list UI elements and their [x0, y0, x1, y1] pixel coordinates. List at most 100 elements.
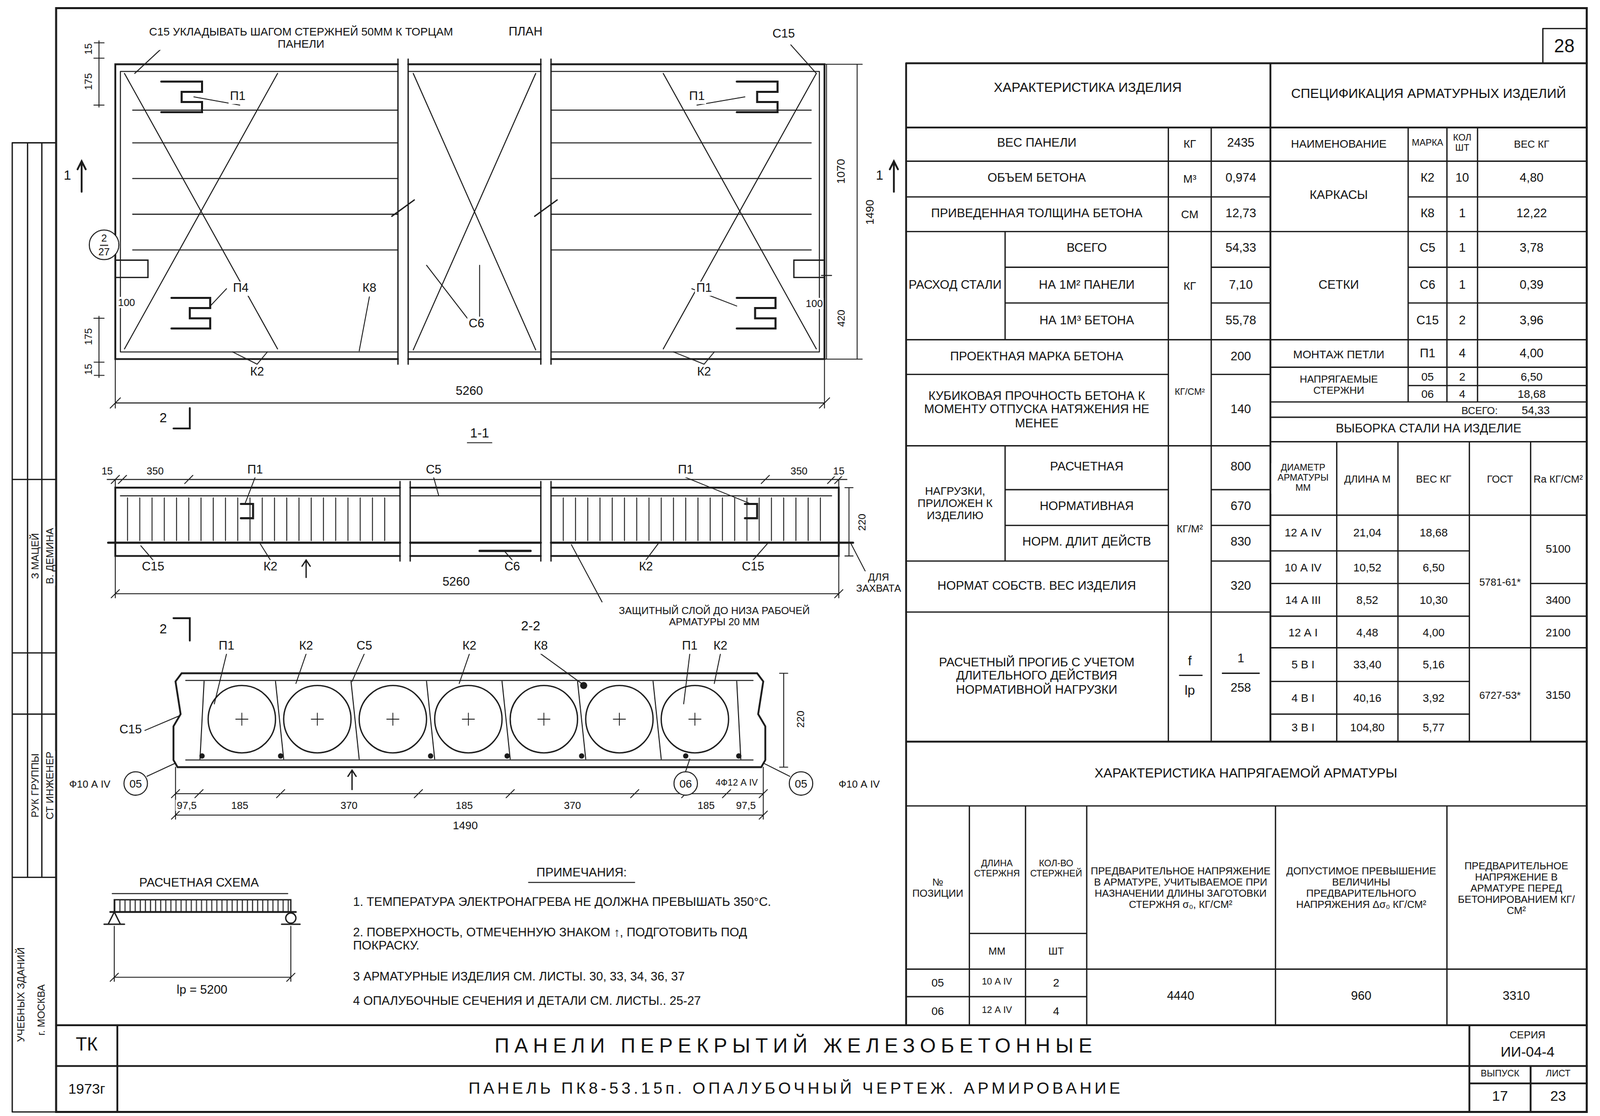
label-text: ВСЕГО — [1065, 242, 1108, 256]
table-cell: 3310 — [1448, 970, 1584, 1024]
label-text: № ПОЗИЦИИ — [908, 876, 968, 899]
label-text: ИИ-04-4 — [1499, 1045, 1556, 1061]
approval-text: УЧЕБНЫХ ЗДАНИЙ — [13, 928, 28, 1061]
label-text: 5,16 — [1421, 657, 1446, 671]
label-text: СТ ИНЖЕНЕР — [43, 750, 55, 821]
label-text: 370 — [339, 799, 359, 811]
drawing-label: 2 — [156, 410, 171, 427]
drawing-label: 220 — [854, 507, 869, 538]
drawing-label: 2-2 — [515, 618, 546, 635]
table-cell: КГ/М² — [1169, 446, 1211, 611]
table-cell: ВЕС КГ — [1480, 128, 1583, 159]
end-notches — [115, 260, 825, 278]
label-text: К8 — [361, 282, 378, 296]
label-text: 350 — [789, 464, 809, 477]
label-text: 4,00 — [1421, 626, 1446, 639]
table-cell: 12 А IV — [1271, 515, 1336, 550]
paint-surface-arrow — [302, 560, 311, 578]
label-text: ПЛАН — [507, 25, 544, 40]
leader-lines — [134, 44, 817, 364]
label-text: 18,68 — [1516, 387, 1547, 400]
table-cell: 18,68 — [1400, 515, 1468, 550]
label-text: 800 — [1229, 460, 1252, 475]
table-cell: 3150 — [1531, 649, 1585, 740]
rebar-dot — [427, 753, 433, 759]
label-text: 33,40 — [1352, 657, 1383, 671]
label-text: 1 — [1457, 242, 1467, 256]
drawing-label: 350 — [783, 463, 815, 478]
label-text: МОНТАЖ ПЕТЛИ — [1291, 347, 1386, 360]
table-cell: 258 — [1212, 676, 1270, 702]
label-text: 104,80 — [1349, 721, 1386, 734]
drawing-label: 1. ТЕМПЕРАТУРА ЭЛЕКТРОНАГРЕВА НЕ ДОЛЖНА … — [352, 894, 904, 912]
label-text: ЛИСТ — [1544, 1069, 1572, 1080]
drawing-label: 350 — [139, 463, 171, 478]
label-text: 40,16 — [1352, 691, 1383, 705]
label-text: ПАНЕЛИ ПЕРЕКРЫТИЙ ЖЕЛЕЗОБЕТОННЫЕ — [493, 1034, 1098, 1057]
table-cell: 2435 — [1212, 128, 1270, 159]
table-cell: 104,80 — [1338, 714, 1396, 741]
label-text: П1 — [228, 90, 247, 105]
table-cell: ММ — [970, 934, 1024, 968]
label-text: НОРМАТИВНАЯ — [1038, 500, 1135, 515]
label-text: 1490 — [451, 819, 479, 832]
drawing-label: Ф10 А IV — [830, 776, 888, 791]
table-cell: 0,39 — [1480, 270, 1583, 302]
table-cell: К8 — [1409, 198, 1446, 230]
label-text: Ф10 А IV — [68, 778, 112, 790]
title-block-text: СЕРИЯ — [1471, 1027, 1584, 1042]
label-text: 1 — [1236, 652, 1246, 666]
drawing-label: 185 — [448, 797, 480, 813]
table-cell: № ПОЗИЦИИ — [908, 811, 968, 965]
label-text: 12,73 — [1224, 207, 1257, 222]
label-text: 4 — [1457, 347, 1467, 361]
drawing-label: П1 — [241, 463, 269, 478]
drawing-label: К2 — [243, 364, 271, 381]
label-text: С6 — [1418, 279, 1437, 293]
drawing-label: К2 — [257, 560, 284, 575]
label-text: 220 — [855, 512, 868, 532]
drawing-label: 15 — [828, 463, 849, 478]
label-text: П1 — [688, 90, 707, 105]
label-text: 420 — [835, 308, 847, 328]
label-text: 54,33 — [1520, 404, 1551, 417]
callout-number: 06 — [678, 778, 694, 790]
table-cell: ВЫБОРКА СТАЛИ НА ИЗДЕЛИЕ — [1275, 418, 1582, 441]
beam-line — [110, 911, 296, 914]
label-text: ПАНЕЛЬ ПК8-53.15п. ОПАЛУБОЧНЫЙ ЧЕРТЕЖ. А… — [467, 1079, 1125, 1098]
drawing-label: К2 — [292, 639, 320, 654]
table-cell: 5 В I — [1271, 648, 1336, 680]
hollow-cores — [208, 685, 729, 754]
label-text: 1. ТЕМПЕРАТУРА ЭЛЕКТРОНАГРЕВА НЕ ДОЛЖНА … — [352, 896, 773, 911]
label-text: 4,80 — [1518, 172, 1545, 186]
table-cell: lр — [1169, 678, 1211, 704]
label-text: К8 — [1419, 207, 1437, 222]
label-text: 4440 — [1165, 990, 1196, 1005]
table-cell: КАРКАСЫ — [1272, 162, 1406, 230]
drawing-label: 1490 — [444, 818, 486, 833]
label-text: 10 А IV — [980, 977, 1013, 988]
drawing-label: К2 — [632, 560, 659, 575]
drawing-label: 1 — [59, 167, 76, 184]
drawing-label: 5260 — [433, 574, 479, 591]
label-text: 370 — [562, 799, 583, 811]
label-text: ВЫПУСК — [1479, 1069, 1521, 1080]
label-text: КАРКАСЫ — [1308, 189, 1370, 204]
label-text: ВСЕГО: — [1460, 404, 1499, 416]
section-2-2 — [144, 653, 790, 820]
label-text: 28 — [1552, 37, 1576, 58]
drawing-label: РАСЧЕТНАЯ СХЕМА — [112, 875, 286, 892]
title-block-text: ПАНЕЛИ ПЕРЕКРЫТИЙ ЖЕЛЕЗОБЕТОННЫЕ — [469, 1028, 1123, 1063]
label-text: РАСЧЕТНЫЙ ПРОГИБ С УЧЕТОМ ДЛИТЕЛЬНОГО ДЕ… — [909, 656, 1165, 697]
table-cell: 4 — [1447, 386, 1477, 402]
table-cell: 12 А I — [1271, 617, 1336, 648]
label-text: К8 — [532, 640, 550, 654]
label-text: 06 — [1420, 387, 1436, 400]
drawing-label: 370 — [557, 797, 588, 813]
callout-circle: 05 — [123, 771, 148, 796]
label-text: П4 — [231, 282, 250, 296]
table-cell: 10 — [1447, 163, 1477, 194]
drawing-label: С5 — [351, 639, 378, 654]
label-text: К2 — [1419, 172, 1437, 186]
label-text: 10,30 — [1418, 593, 1449, 607]
